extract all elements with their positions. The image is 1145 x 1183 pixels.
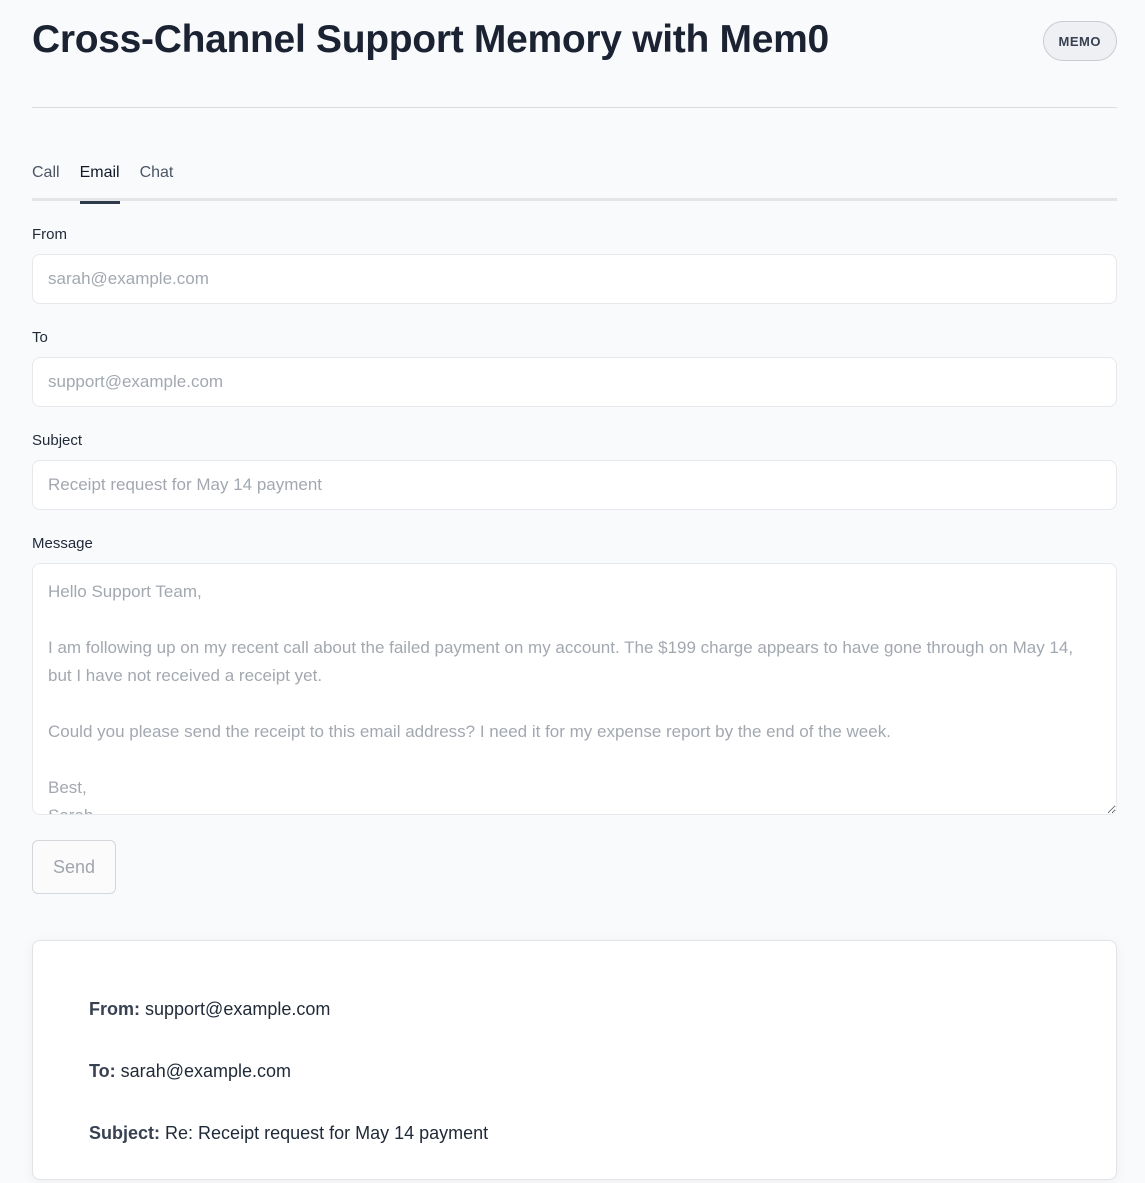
message-field-group: Message [32, 535, 1117, 820]
subject-field-group: Subject [32, 432, 1117, 510]
channel-tabs: Call Email Chat [32, 160, 1117, 204]
to-label: To [32, 329, 48, 346]
reply-subject-value: Re: Receipt request for May 14 payment [165, 1123, 489, 1143]
tab-chat[interactable]: Chat [139, 164, 174, 181]
memo-badge[interactable]: MEMO [1042, 21, 1117, 61]
tab-call[interactable]: Call [32, 164, 60, 181]
reply-to-line: To: sarah@example.com [89, 1059, 1060, 1121]
reply-email-card: From: support@example.com To: sarah@exam… [32, 940, 1117, 1180]
page-title: Cross-Channel Support Memory with Mem0 [32, 18, 829, 61]
to-field-group: To [32, 329, 1117, 407]
subject-input[interactable] [32, 460, 1117, 510]
reply-from-value: support@example.com [145, 999, 331, 1019]
reply-subject-label: Subject: [89, 1123, 161, 1143]
reply-to-value: sarah@example.com [120, 1061, 292, 1081]
tab-email[interactable]: Email [79, 160, 120, 204]
message-label: Message [32, 535, 93, 552]
reply-from-label: From: [89, 999, 140, 1019]
reply-subject-line: Subject: Re: Receipt request for May 14 … [89, 1121, 1060, 1183]
message-textarea[interactable] [32, 563, 1117, 815]
from-input[interactable] [32, 254, 1117, 304]
header: Cross-Channel Support Memory with Mem0 M… [32, 0, 1117, 108]
from-label: From [32, 226, 67, 243]
subject-label: Subject [32, 432, 83, 449]
reply-to-label: To: [89, 1061, 116, 1081]
send-button[interactable]: Send [32, 840, 116, 894]
page: Cross-Channel Support Memory with Mem0 M… [32, 0, 1117, 894]
reply-from-line: From: support@example.com [89, 997, 1060, 1059]
from-field-group: From [32, 226, 1117, 304]
to-input[interactable] [32, 357, 1117, 407]
